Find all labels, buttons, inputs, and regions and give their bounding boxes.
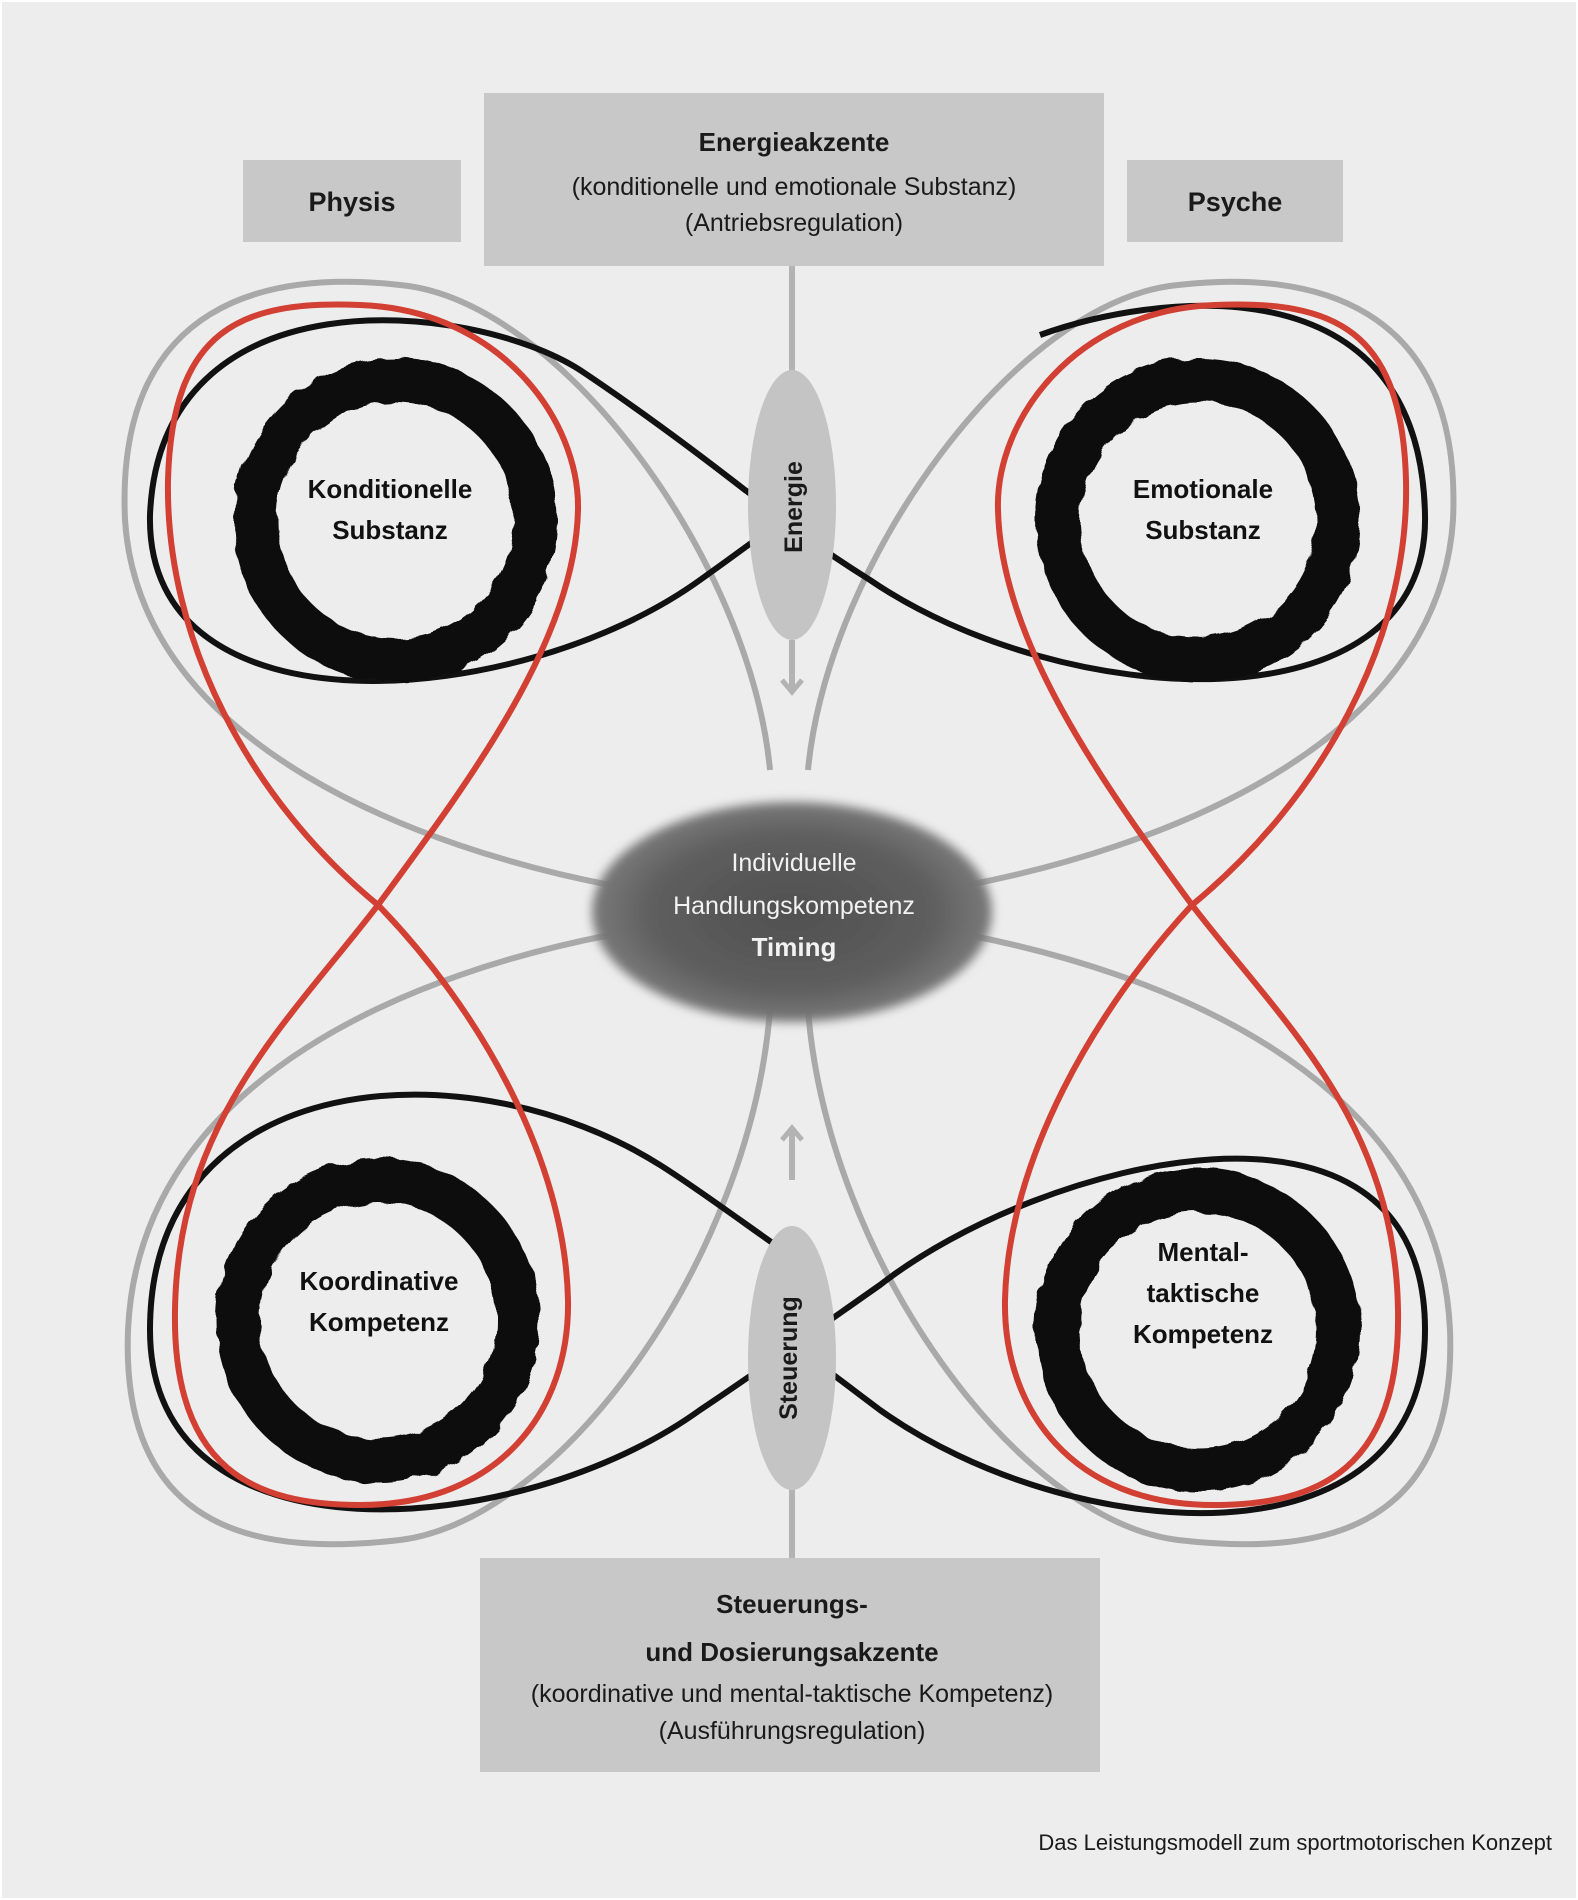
center-line-1: Individuelle	[731, 849, 856, 877]
circle-top-right-line-1: Emotionale	[1133, 474, 1273, 504]
circle-bottom-left-line-2: Kompetenz	[309, 1307, 449, 1337]
center-line-2: Handlungskompetenz	[673, 892, 915, 920]
physis-label: Physis	[308, 187, 395, 217]
energy-box-subtitle-2: (Antriebsregulation)	[685, 209, 903, 237]
red-loops	[164, 301, 1410, 1509]
steuerung-ellipse	[748, 1226, 836, 1490]
center-ellipse	[592, 802, 992, 1022]
steuerung-arrow-head	[780, 1124, 804, 1142]
gray-loop-bottom-left	[124, 932, 773, 1548]
circle-bottom-left-line-1: Koordinative	[300, 1266, 459, 1296]
steuerung-box-subtitle-2: (Ausführungsregulation)	[659, 1717, 926, 1745]
red-loop-left	[164, 301, 582, 1509]
figure-caption: Das Leistungsmodell zum sportmotorischen…	[1038, 1830, 1552, 1855]
brush-circles	[216, 358, 1360, 1492]
steuerung-box-title-2: und Dosierungsakzente	[645, 1637, 938, 1667]
energy-box-subtitle-1: (konditionelle und emotionale Substanz)	[572, 173, 1017, 201]
gray-loops	[121, 278, 1457, 1548]
energy-ellipse	[748, 370, 836, 640]
center-line-3: Timing	[752, 932, 837, 962]
circle-bottom-right-line-2: taktische	[1147, 1278, 1260, 1308]
circle-top-left-line-2: Substanz	[332, 515, 448, 545]
circle-top-left-line-1: Konditionelle	[308, 474, 473, 504]
gray-loop-top-right	[805, 278, 1457, 888]
energy-arrow-head	[780, 678, 804, 696]
psyche-label: Psyche	[1188, 187, 1283, 217]
red-loop-right	[994, 301, 1410, 1509]
circle-bottom-right-line-3: Kompetenz	[1133, 1319, 1273, 1349]
physis-box	[243, 160, 461, 242]
psyche-box	[1127, 160, 1343, 242]
gray-loop-bottom-right	[805, 932, 1454, 1548]
steuerung-box	[480, 1558, 1100, 1772]
circle-top-right-line-2: Substanz	[1145, 515, 1261, 545]
gray-loop-top-left	[121, 278, 773, 888]
energy-ellipse-label: Energie	[780, 461, 808, 553]
brush-circle-bottom-left	[216, 1158, 540, 1482]
steuerung-box-title-1: Steuerungs-	[716, 1589, 868, 1619]
brush-circle-top-right	[1036, 358, 1360, 682]
steuerung-ellipse-label: Steuerung	[775, 1296, 803, 1420]
energy-box-title: Energieakzente	[699, 127, 890, 157]
brush-circle-top-left	[233, 358, 557, 682]
steuerung-box-subtitle-1: (koordinative und mental-taktische Kompe…	[531, 1680, 1054, 1708]
circle-bottom-right-line-1: Mental-	[1158, 1237, 1249, 1267]
energy-box	[484, 93, 1104, 266]
brush-circle-bottom-right	[1036, 1168, 1360, 1492]
